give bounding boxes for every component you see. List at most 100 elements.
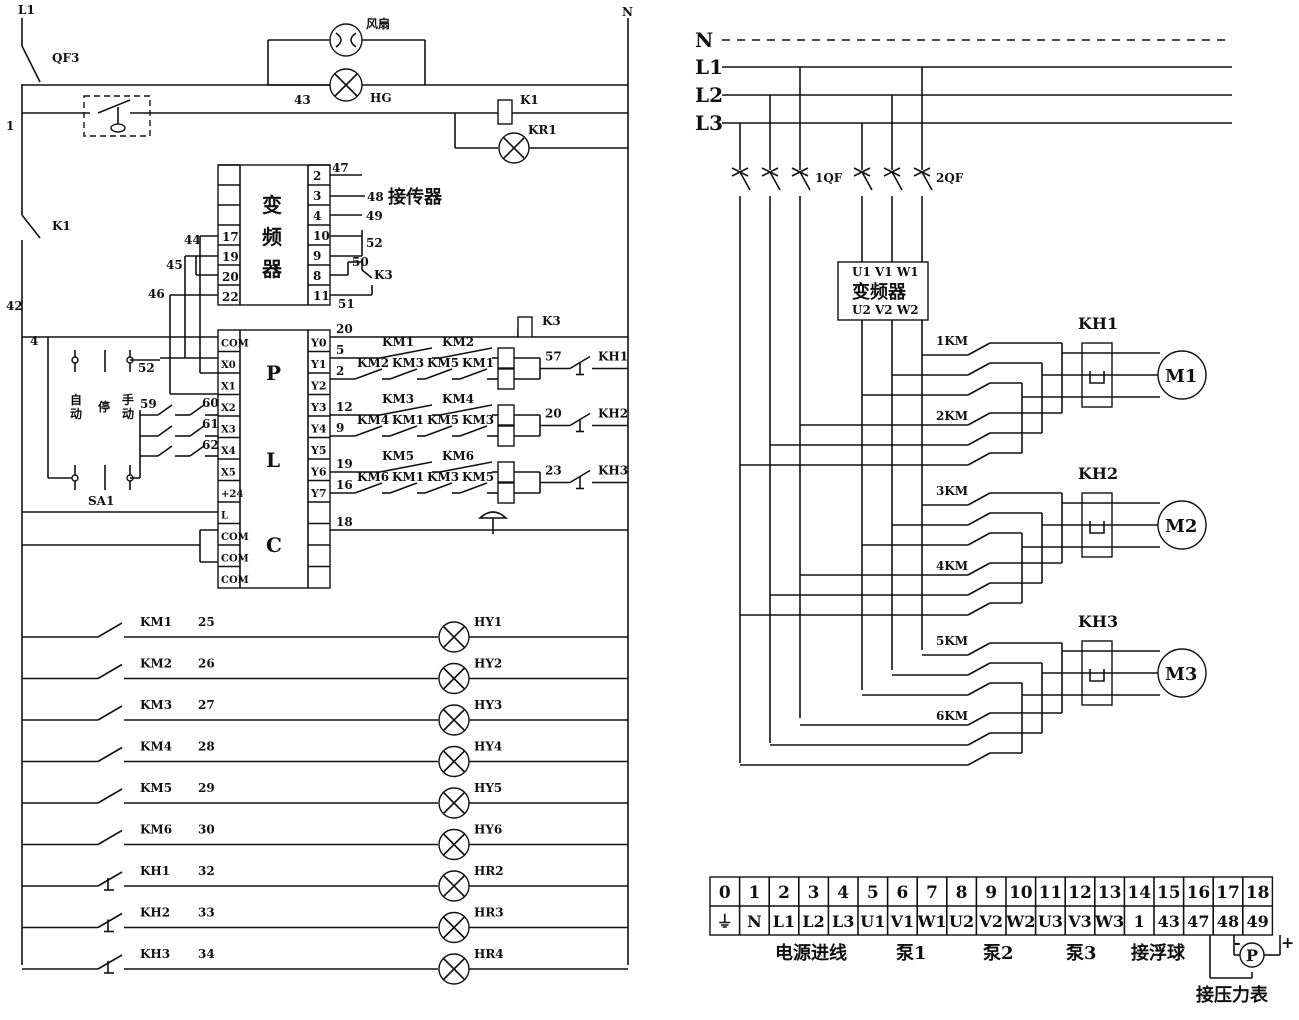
wire-48-label: 48	[367, 190, 384, 204]
kh-wire-label: 20	[545, 407, 562, 421]
motor-label: M3	[1165, 664, 1197, 685]
terminal-number: 5	[867, 883, 879, 903]
vfd-control-block	[217, 164, 331, 306]
terminal-number: 15	[1157, 883, 1181, 903]
indicator-wire-label: 33	[198, 906, 215, 920]
output-wire-label: 19	[336, 457, 353, 471]
motor-icon	[1157, 350, 1207, 400]
terminal-number: 7	[926, 883, 938, 903]
terminal-label: W1	[916, 912, 946, 931]
vfd-right-term: 4	[313, 209, 321, 223]
sa1-manual-1: 手	[122, 392, 134, 407]
interlock-contact-label: KM3	[462, 413, 494, 427]
vfd-left-term: 22	[222, 290, 239, 304]
indicator-wire-label: 30	[198, 823, 215, 837]
terminal-label: U1	[860, 912, 885, 931]
terminal-number: 11	[1039, 883, 1063, 903]
interlock-contact-label: KM1	[392, 470, 424, 484]
indicator-contact-label: KM6	[140, 823, 172, 837]
wire-46-label: 46	[148, 287, 165, 301]
sa1-auto-1: 自	[70, 392, 82, 407]
kh-contact-label: KH1	[598, 350, 628, 364]
plc-left-term: X3	[221, 425, 236, 436]
plc-right-term: Y6	[310, 466, 327, 479]
node-43-label: 43	[294, 93, 311, 107]
node-1-label: 1	[6, 119, 14, 133]
plc-left-term: COM	[221, 554, 249, 565]
sa1-selector[interactable]: 自 动 停 手 动 SA1 52	[70, 350, 185, 508]
k1-coil	[497, 99, 513, 125]
gauge-minus: -	[1234, 933, 1241, 952]
terminal-label: 47	[1187, 912, 1209, 931]
qf3-label: QF3	[52, 51, 79, 65]
plc-left-term: X0	[221, 360, 236, 371]
wire-62-label: 62	[202, 438, 219, 452]
breaker-1qf-label: 1QF	[815, 171, 843, 185]
indicator-contact-label: KM1	[140, 615, 172, 629]
terminal-number: 13	[1098, 883, 1122, 903]
indicator-lamp-label: HR3	[474, 906, 504, 920]
plc-left-term: COM	[221, 339, 249, 350]
control-circuit: L1 N QF3 1 K1 42 风扇 HG 43 K1 KR1 1719202…	[6, 3, 633, 985]
output-wire-label: 2	[336, 364, 344, 378]
bus-label: L2	[695, 83, 723, 107]
indicator-contact-label: KM2	[140, 657, 172, 671]
wire-50-label: 50	[352, 255, 369, 269]
indicator-lamp-label: HR4	[474, 947, 504, 961]
contactor-label: 2KM	[936, 409, 968, 423]
indicator-lamp-label: HY3	[474, 698, 502, 712]
plc-right-term: Y0	[310, 337, 327, 350]
plc-letter-c: C	[266, 533, 282, 557]
indicator-contact-label: KM4	[140, 740, 172, 754]
interlock-contact-label: KM5	[462, 470, 494, 484]
plc-letter-l: L	[266, 448, 280, 472]
output-wire-label: 5	[336, 343, 344, 357]
terminal-label: 48	[1217, 912, 1239, 931]
contactor-label: 1KM	[936, 334, 968, 348]
interlock-contact-label: KM3	[392, 356, 424, 370]
output-wire-label: 20	[336, 322, 353, 336]
terminal-label: V1	[890, 912, 915, 931]
plc-right-term: Y7	[310, 487, 327, 500]
indicator-wire-label: 27	[198, 698, 215, 712]
interlock-contact-label: KM4	[442, 392, 474, 406]
interlock-contact-label: KM6	[357, 470, 389, 484]
terminal-number: 8	[956, 883, 968, 903]
interlock-contact-label: KM5	[382, 449, 414, 463]
plc-left-term: X4	[221, 446, 236, 457]
interlock-contact-label: KM1	[462, 356, 494, 370]
plc-right-term: Y5	[310, 444, 327, 457]
manual-contacts[interactable]: 59 60 61 62	[140, 396, 219, 457]
sa1-label: SA1	[88, 494, 114, 508]
indicator-wire-label: 29	[198, 781, 215, 795]
contactor-coil	[497, 482, 515, 504]
indicator-lamp-label: HY5	[474, 781, 502, 795]
vfd-title-1: 变	[262, 193, 282, 217]
contactor-coil	[497, 404, 515, 426]
vfd-left-term: 19	[222, 250, 239, 264]
node-4-label: 4	[30, 334, 38, 348]
wire-47-label: 47	[332, 161, 349, 175]
plc-left-term: X5	[221, 468, 236, 479]
terminal-label: 43	[1158, 912, 1180, 931]
motor-icon	[1157, 500, 1207, 550]
plc-right-term: Y1	[310, 358, 327, 371]
indicator-lamp-label: HY2	[474, 657, 502, 671]
contactor-coil	[497, 368, 515, 390]
indicator-contact-label: KM5	[140, 781, 172, 795]
thermal-relay-label: KH2	[1078, 464, 1118, 483]
terminal-label: L1	[773, 912, 795, 931]
wire-44-label: 44	[184, 233, 201, 247]
indicator-wire-label: 28	[198, 740, 215, 754]
terminal-number: 0	[719, 883, 731, 903]
gauge-symbol: P	[1246, 946, 1258, 965]
vfd-right-term: 11	[313, 289, 330, 303]
l1-rail-label: L1	[18, 3, 35, 17]
interlock-contact-label: KM6	[442, 449, 474, 463]
